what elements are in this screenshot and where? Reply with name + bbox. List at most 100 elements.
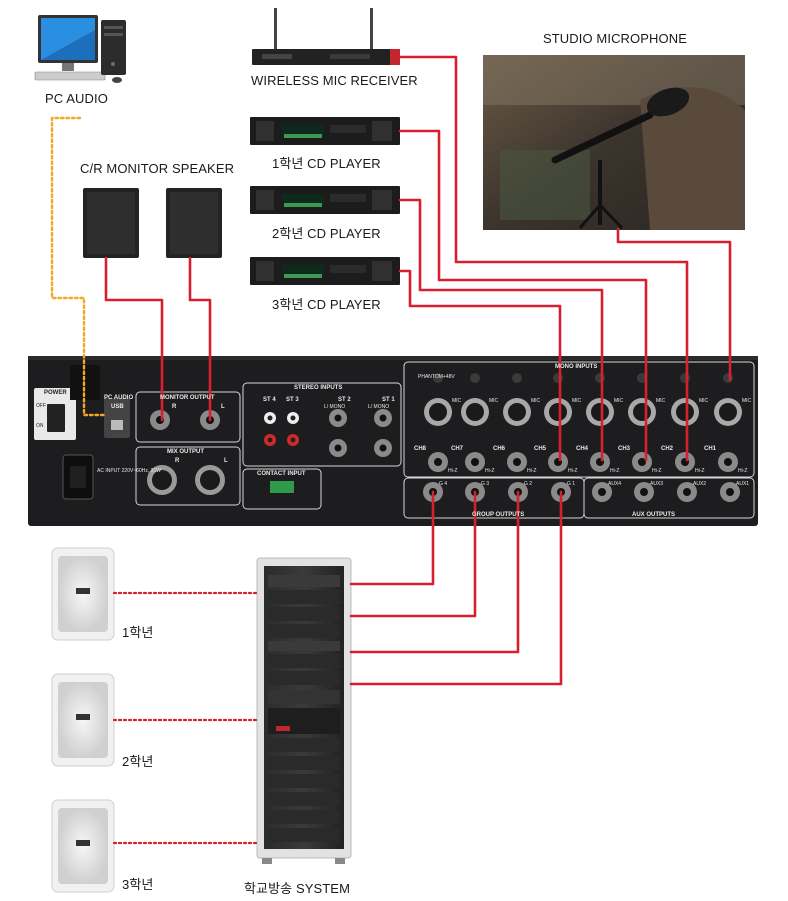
mic-xlr-socket [549, 403, 567, 421]
group-output-label: G 1 [567, 481, 576, 487]
mixer-panel [28, 356, 758, 526]
aux-outputs-label: AUX OUTPUTS [632, 512, 676, 518]
usb-label: USB [111, 404, 124, 410]
st2-label: ST 2 [338, 397, 351, 403]
mic-label: MIC [742, 398, 752, 404]
aux-output-socket [640, 488, 648, 496]
mix-output-label: MIX OUTPUT [167, 449, 204, 455]
rack-system-icon [256, 557, 352, 864]
group-output-label: G 3 [481, 481, 490, 487]
line-jack-socket [554, 458, 562, 466]
cable-cd3-ch5 [398, 269, 562, 462]
cd-player-icon-2 [250, 186, 400, 214]
mic-label: MIC [699, 398, 709, 404]
st1-label: ST 1 [382, 397, 395, 403]
group-output-label: G 4 [439, 481, 448, 487]
label-cd-player-2: 2학년 CD PLAYER [272, 226, 381, 241]
mic-xlr-jack [503, 398, 531, 426]
mic-xlr-jack [424, 398, 452, 426]
cable-g3-rack [349, 490, 477, 618]
line-jack-socket [434, 458, 442, 466]
channel-label: CH6 [493, 446, 506, 452]
pc-icon [34, 15, 126, 83]
mix-l-label: L [224, 458, 228, 464]
wireless-receiver-icon [252, 8, 400, 65]
cd-player-icon-1 [250, 117, 400, 145]
group-output-socket [429, 488, 437, 496]
mic-xlr-jack [628, 398, 656, 426]
hi-z-label: Hi-Z [485, 468, 495, 474]
mic-label: MIC [531, 398, 541, 404]
mic-xlr-jack [544, 398, 572, 426]
group-outputs-label: GROUP OUTPUTS [472, 512, 525, 518]
group-output-socket [471, 488, 479, 496]
st1-l-mono-label: L/ MONO [368, 404, 390, 410]
label-speaker-3: 3학년 [122, 877, 154, 892]
st4-label: ST 4 [263, 397, 276, 403]
aux-output-socket [726, 488, 734, 496]
monitor-r-label: R [172, 404, 177, 410]
st3-label: ST 3 [286, 397, 299, 403]
power-off-label: OFF [36, 403, 46, 409]
label-speaker-2: 2학년 [122, 754, 154, 769]
monitor-speaker-right-icon [166, 188, 222, 258]
power-on-label: ON [36, 423, 44, 429]
power-label: POWER [44, 390, 67, 396]
phantom-switch [512, 373, 522, 383]
monitor-speaker-left-icon [83, 188, 139, 258]
cable-g1-rack [349, 490, 563, 686]
line-jack-socket [513, 458, 521, 466]
channel-label: CH4 [576, 446, 589, 452]
mic-xlr-socket [719, 403, 737, 421]
hi-z-label: Hi-Z [652, 468, 662, 474]
line-jack-socket [681, 458, 689, 466]
line-jack-socket [638, 458, 646, 466]
group-output-socket [514, 488, 522, 496]
classroom-speaker-2-icon [51, 673, 115, 767]
label-broadcast-system: 학교방송 SYSTEM [244, 881, 351, 896]
mic-xlr-socket [591, 403, 609, 421]
phantom-switch [680, 373, 690, 383]
cable-g4-rack [349, 490, 435, 586]
line-jack [428, 452, 448, 472]
line-jack [465, 452, 485, 472]
line-jack [675, 452, 695, 472]
mic-label: MIC [452, 398, 462, 404]
cable-mic-ch1 [616, 227, 732, 382]
st2-l-mono-label: L/ MONO [324, 404, 346, 410]
mono-inputs [424, 373, 742, 472]
ac-input-label: AC INPUT 220V~60Hz, 31W [97, 468, 161, 474]
phantom-switch [637, 373, 647, 383]
mix-r-label: R [175, 458, 180, 464]
channel-label: CH5 [534, 446, 547, 452]
line-jack [590, 452, 610, 472]
hi-z-label: Hi-Z [527, 468, 537, 474]
mic-xlr-jack [671, 398, 699, 426]
hi-z-label: Hi-Z [738, 468, 748, 474]
channel-label: CH1 [704, 446, 717, 452]
group-output-label: G 2 [524, 481, 533, 487]
line-jack-socket [471, 458, 479, 466]
label-studio-microphone: STUDIO MICROPHONE [543, 31, 687, 46]
mic-label: MIC [572, 398, 582, 404]
phantom-switch [553, 373, 563, 383]
hi-z-label: Hi-Z [568, 468, 578, 474]
group-output-socket [557, 488, 565, 496]
mic-xlr-socket [633, 403, 651, 421]
channel-label: CH8 [414, 446, 427, 452]
channel-label: CH2 [661, 446, 674, 452]
label-cd-player-1: 1학년 CD PLAYER [272, 156, 381, 171]
aux-output-label: AUX3 [650, 481, 664, 487]
aux-output-label: AUX1 [736, 481, 750, 487]
phantom-switch [595, 373, 605, 383]
stereo-inputs-label: STEREO INPUTS [294, 385, 343, 391]
mic-label: MIC [614, 398, 624, 404]
mic-label: MIC [656, 398, 666, 404]
line-jack [718, 452, 738, 472]
mic-label: MIC [489, 398, 499, 404]
aux-output-socket [598, 488, 606, 496]
aux-output-label: AUX2 [693, 481, 707, 487]
label-speaker-1: 1학년 [122, 625, 154, 640]
aux-output-label: AUX4 [608, 481, 622, 487]
phantom-switch [723, 373, 733, 383]
